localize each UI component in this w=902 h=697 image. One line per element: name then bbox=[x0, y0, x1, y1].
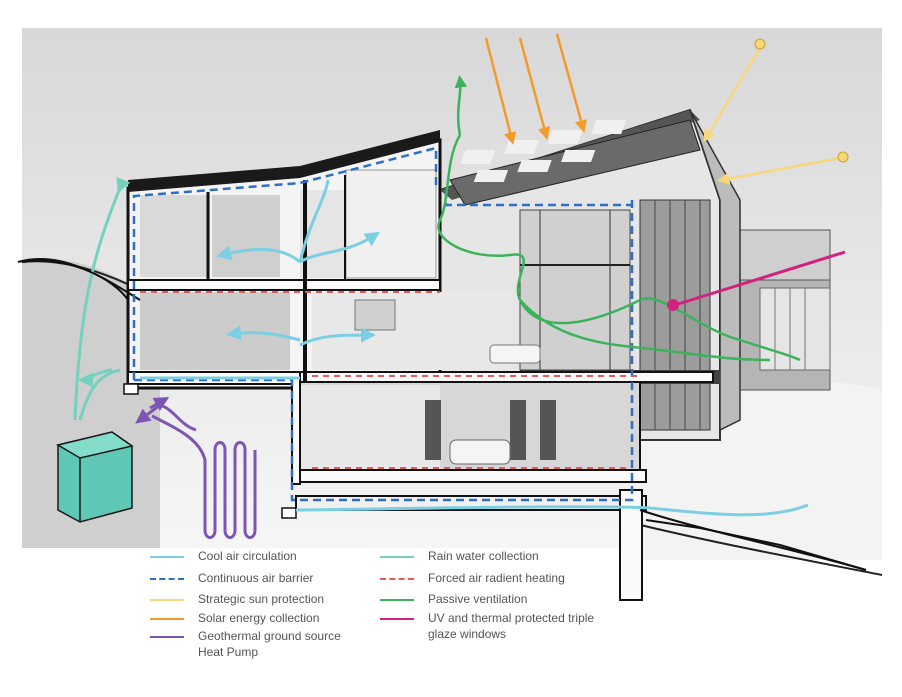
ground-line-right bbox=[619, 519, 883, 576]
passive-ventilation-arrows bbox=[437, 75, 801, 362]
solar-panels bbox=[449, 119, 701, 206]
cool-air-arrows bbox=[140, 179, 809, 517]
heat-pump bbox=[56, 431, 134, 523]
radiant-heating-lines bbox=[140, 291, 640, 469]
geothermal-loop bbox=[135, 397, 257, 539]
basement bbox=[123, 371, 647, 601]
left-volume bbox=[126, 130, 714, 390]
right-wing bbox=[699, 229, 831, 391]
uv-window-indicator bbox=[667, 250, 846, 311]
solar-arrows bbox=[484, 33, 588, 145]
rain-water-arrows bbox=[73, 176, 131, 421]
sun-protection-arrows bbox=[703, 38, 849, 185]
